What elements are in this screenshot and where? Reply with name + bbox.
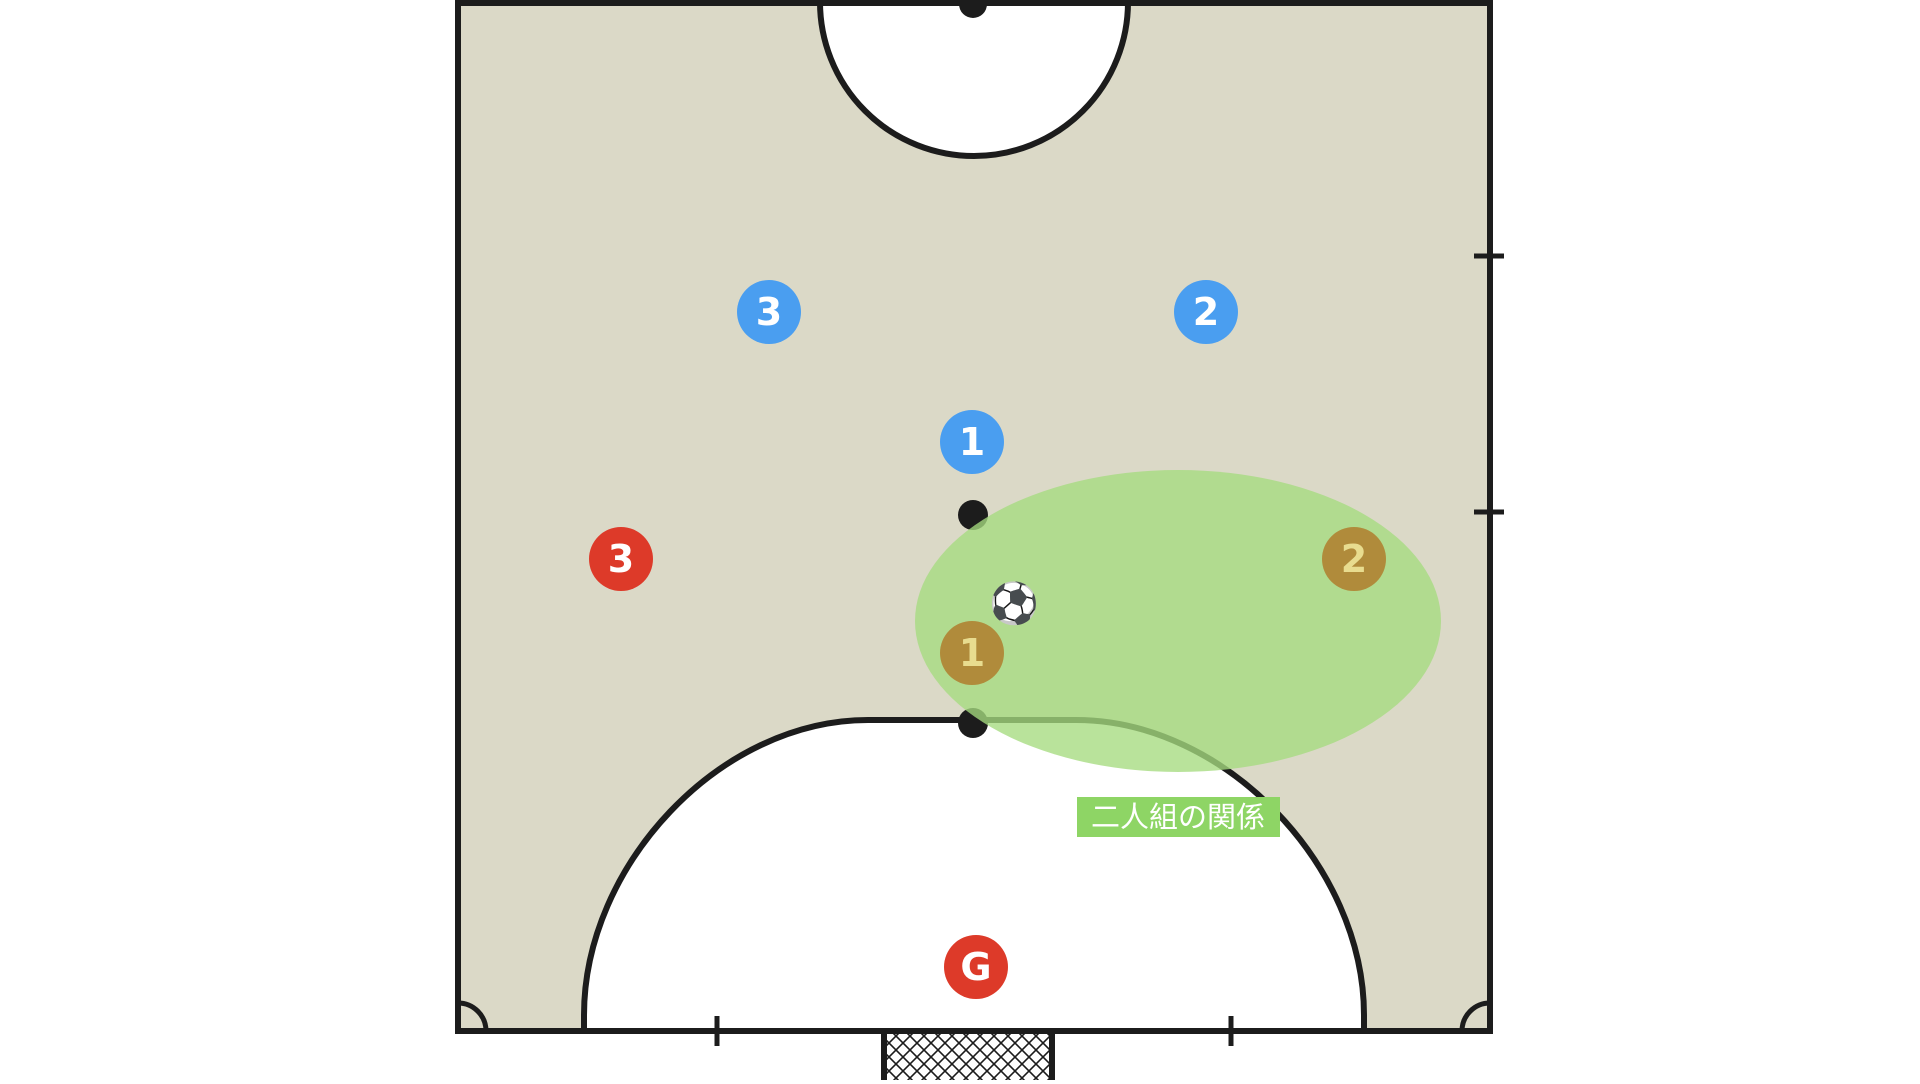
player-label: 3 <box>756 290 782 334</box>
player-blue-1[interactable]: 1 <box>940 410 1004 474</box>
player-gold-2[interactable]: 2 <box>1322 527 1386 591</box>
corner-arc-left <box>457 1000 489 1032</box>
player-label: G <box>960 945 991 989</box>
corner-arc-right <box>1459 1000 1491 1032</box>
player-label: 2 <box>1193 290 1219 334</box>
center-circle-line <box>817 1 1131 159</box>
center-spot <box>959 0 987 18</box>
player-red-3[interactable]: 3 <box>589 527 653 591</box>
center-circle <box>820 2 1128 156</box>
player-label: 1 <box>959 420 985 464</box>
player-blue-2[interactable]: 2 <box>1174 280 1238 344</box>
highlight-zone <box>915 470 1441 772</box>
player-label: 2 <box>1341 537 1367 581</box>
soccer-ball-icon[interactable]: ⚽ <box>987 580 1039 627</box>
goal-net <box>884 1034 1052 1082</box>
player-red-goalkeeper[interactable]: G <box>944 935 1008 999</box>
goal-posts <box>881 1031 1055 1082</box>
zone-label: 二人組の関係 <box>1077 797 1280 837</box>
player-label: 1 <box>959 631 985 675</box>
player-label: 3 <box>608 537 634 581</box>
player-gold-1[interactable]: 1 <box>940 621 1004 685</box>
player-blue-3[interactable]: 3 <box>737 280 801 344</box>
zone-label-text: 二人組の関係 <box>1091 800 1265 834</box>
